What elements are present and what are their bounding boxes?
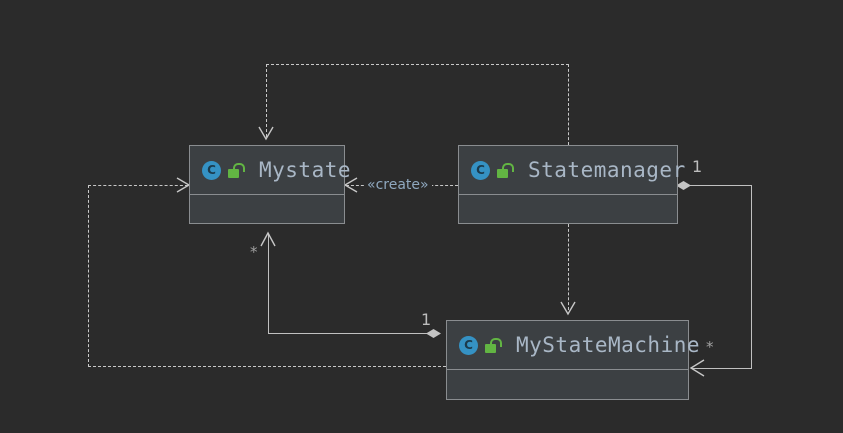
edge-aggregation-statemanager-bottom <box>692 368 752 369</box>
class-c-icon: C <box>471 160 490 180</box>
edge-aggregation-mystatemachine-riser <box>268 234 269 334</box>
edge-mystatemachine-dependency-bottom <box>88 366 446 367</box>
edge-statemanager-top-riser <box>568 64 569 145</box>
edge-statemanager-top-horizontal <box>266 64 569 65</box>
class-header-mystatemachine: C MyStateMachine <box>447 321 700 370</box>
class-header-statemanager: C Statemanager <box>459 146 685 195</box>
unlocked-padlock-icon <box>485 337 502 353</box>
multiplicity-statemanager-right: 1 <box>692 157 703 176</box>
edge-aggregation-mystatemachine-horizontal <box>268 333 440 334</box>
unlocked-padlock-icon <box>228 162 245 178</box>
class-c-icon: C <box>202 160 221 180</box>
arrowhead-create-into-mystate <box>343 177 358 193</box>
class-box-mystate[interactable]: C Mystate <box>189 145 351 224</box>
multiplicity-mystatemachine-right: * <box>706 338 714 356</box>
class-box-statemanager[interactable]: C Statemanager <box>458 145 685 224</box>
arrowhead-into-mystate-top <box>258 126 274 141</box>
class-box-mystatemachine[interactable]: C MyStateMachine <box>446 320 700 400</box>
class-name-statemanager: Statemanager <box>528 158 686 182</box>
class-name-mystatemachine: MyStateMachine <box>516 333 701 357</box>
arrowhead-into-mystatemachine-top <box>560 301 576 316</box>
edge-mystate-top-drop <box>266 64 267 137</box>
multiplicity-mystate-bottom: * <box>250 243 258 261</box>
create-stereotype-label: «create» <box>364 177 432 193</box>
edge-aggregation-statemanager-descender <box>751 185 752 369</box>
edge-mystatemachine-dependency-top <box>88 185 188 186</box>
edge-aggregation-statemanager-top <box>690 185 752 186</box>
aggregation-diamond-statemanager <box>676 181 691 190</box>
arrowhead-into-mystatemachine-right <box>689 359 705 377</box>
class-header-mystate: C Mystate <box>190 146 351 195</box>
unlocked-padlock-icon <box>497 162 514 178</box>
multiplicity-mystatemachine-left: 1 <box>421 310 432 329</box>
aggregation-diamond-mystatemachine <box>426 329 441 338</box>
class-name-mystate: Mystate <box>259 158 352 182</box>
class-body-mystatemachine <box>447 370 688 433</box>
class-body-mystate <box>190 195 344 272</box>
class-c-icon: C <box>459 335 478 355</box>
arrowhead-into-mystate-bottom <box>260 231 276 247</box>
class-body-statemanager <box>459 195 677 272</box>
edge-mystatemachine-dependency-riser <box>88 185 89 367</box>
edge-statemanager-to-mystatemachine <box>568 224 569 310</box>
